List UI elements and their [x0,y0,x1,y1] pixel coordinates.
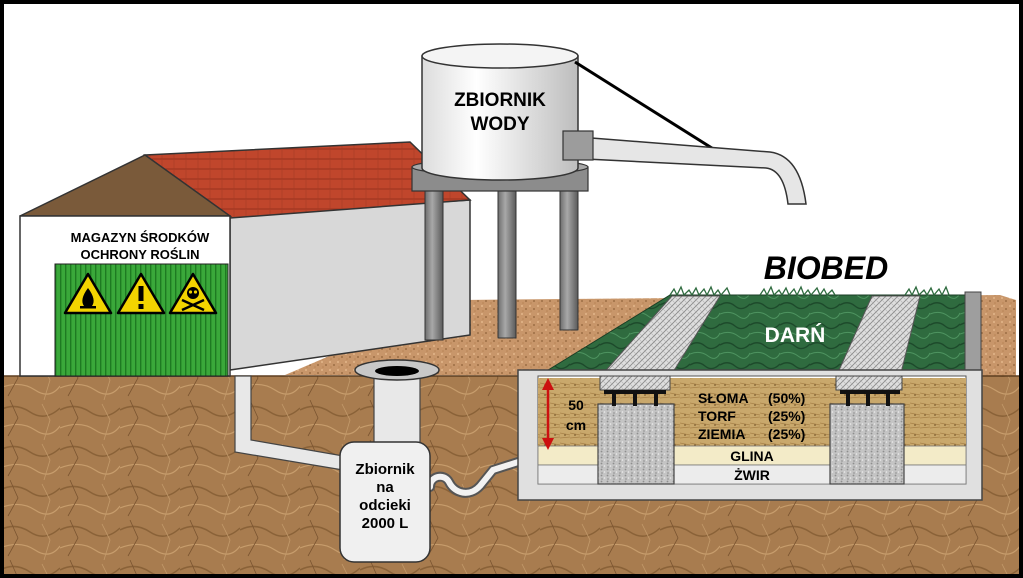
water-tank-body [421,55,579,181]
tank-cable [574,60,716,152]
soil-label: ZIEMIA [698,426,745,442]
water-tank-label-line2: WODY [470,114,529,135]
pipe-fitting [562,130,594,161]
skull-warning-icon [168,272,218,315]
warehouse: MAGAZYN ŚRODKÓW OCHRONY ROŚLIN [19,141,472,377]
leachate-tank-line1: Zbiornik [355,461,415,478]
depth-value: 50 [568,397,584,413]
straw-label: SŁOMA [698,390,749,406]
water-tank-label-line1: ZBIORNIK [454,90,546,111]
depth-unit: cm [566,417,586,433]
biobed-title: BIOBED [764,250,888,286]
gravel-label: ŻWIR [734,467,770,483]
soil-percent: (25%) [768,426,805,442]
warehouse-label-line1: MAGAZYN ŚRODKÓW [71,230,210,245]
peat-percent: (25%) [768,408,805,424]
concrete-pillar [597,403,675,485]
biobed: 50 cm SŁOMA (50%) TORF (25%) ZIEMIA (25%… [517,285,983,501]
water-tower: ZBIORNIK WODY [411,43,807,341]
leachate-tank-line4: 2000 L [362,515,409,532]
leachate-tank-line2: na [376,479,394,496]
warehouse-label-line2: OCHRONY ROŚLIN [81,247,200,262]
clay-label: GLINA [730,448,774,464]
tower-leg [497,187,517,339]
concrete-pillar [829,403,905,485]
leachate-tank [339,441,431,563]
inlet-shaft [373,371,421,453]
exclamation-warning-icon [116,272,166,315]
flame-warning-icon [63,272,113,315]
biobed-edge-wall [964,291,982,379]
leachate-tank-line3: odcieki [359,497,411,514]
drain-system: Zbiornik na odcieki 2000 L [234,359,545,563]
water-outlet-pipe [565,135,807,205]
straw-percent: (50%) [768,390,805,406]
tower-leg [559,184,579,331]
peat-label: TORF [698,408,736,424]
tower-leg [424,184,444,341]
turf-label: DARŃ [765,324,826,347]
